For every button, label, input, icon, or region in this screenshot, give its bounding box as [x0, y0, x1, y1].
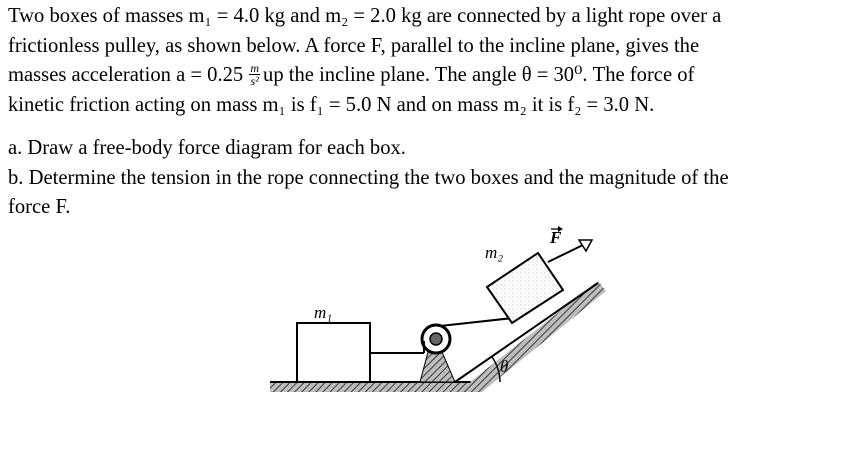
problem-line-4: kinetic friction acting on mass m₁ is f₁… [8, 93, 655, 116]
question-b-line-2: force F. [8, 196, 71, 218]
problem-line-1: Two boxes of masses m₁ = 4.0 kg and m₂ =… [8, 5, 722, 27]
acceleration-text: masses acceleration a = 0.25 [8, 64, 244, 86]
pulley-hub [429, 332, 443, 346]
problem-text: Two boxes of masses m₁ = 4.0 kg and m₂ =… [8, 2, 858, 223]
fraction-numerator: m [249, 60, 261, 75]
problem-line-2: frictionless pulley, as shown below. A f… [8, 34, 700, 57]
angle-arc [491, 356, 501, 383]
m2-label: m₂ [485, 243, 503, 262]
incline-direction-text: up the incline plane. The angle θ = 30⁰.… [263, 64, 695, 86]
m1-label: m₁ [314, 303, 332, 322]
ground-hatch [270, 382, 482, 392]
box-m2 [485, 251, 565, 325]
fraction-denominator: s² [250, 73, 259, 88]
question-a: a. Draw a free-body force diagram for ea… [8, 137, 406, 159]
force-label: F [549, 228, 562, 247]
incline-surface [454, 282, 599, 383]
box-m1 [296, 322, 371, 383]
rope-incline [439, 317, 514, 327]
force-vector-bar-tip [558, 226, 563, 232]
force-arrow-head [577, 239, 594, 253]
force-arrow-shaft [547, 243, 586, 263]
pulley-support [419, 351, 456, 383]
angle-label: θ [500, 357, 508, 376]
question-b-line-1: b. Determine the tension in the rope con… [8, 166, 729, 189]
pulley-wheel [420, 323, 452, 355]
incline-hatch [470, 281, 606, 392]
